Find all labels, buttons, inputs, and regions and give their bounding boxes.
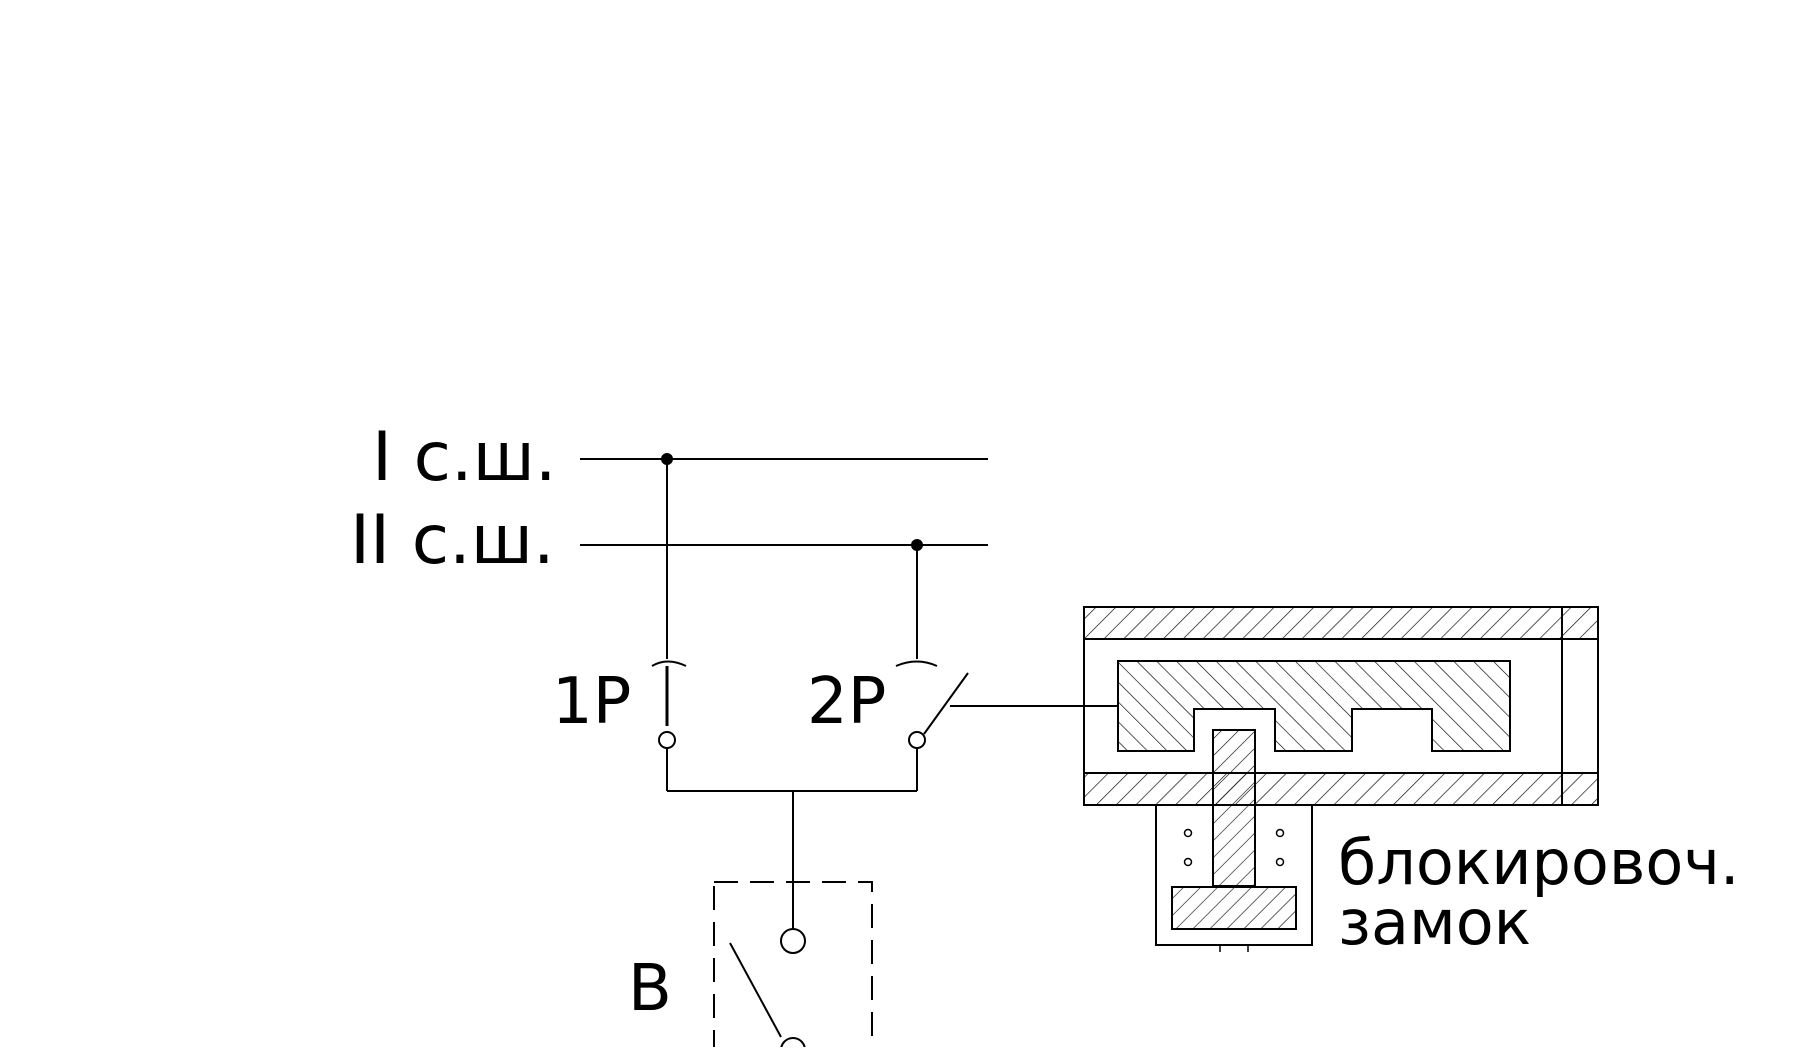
lock-label-line2: замок bbox=[1338, 886, 1531, 959]
bus1-label: I с.ш. bbox=[372, 418, 557, 497]
disconnector-2p-label: 2Р bbox=[807, 665, 886, 739]
breaker-label: В bbox=[628, 952, 672, 1026]
disconnector-2p bbox=[895, 545, 969, 791]
bus2-label: II с.ш. bbox=[350, 501, 555, 580]
disconnector-1p bbox=[651, 459, 687, 791]
lock-label-line1: блокировоч. bbox=[1338, 826, 1740, 899]
blocking-lock bbox=[1083, 606, 1599, 952]
disconnector-1p-label: 1Р bbox=[552, 665, 631, 739]
